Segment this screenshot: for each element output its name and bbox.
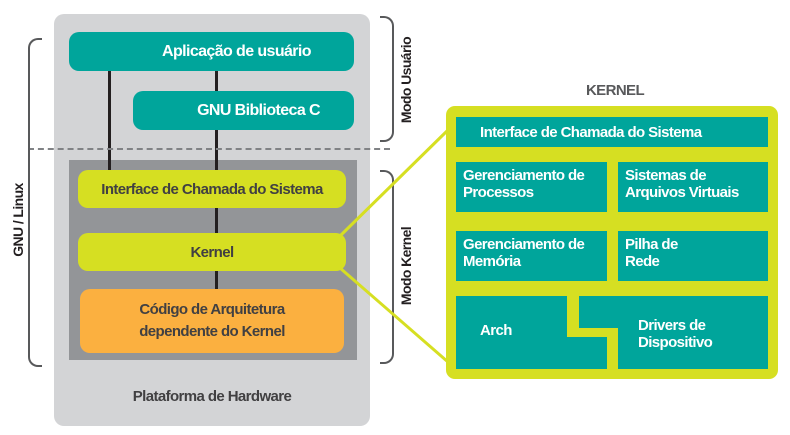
- memory-management: Gerenciamento de Memória: [456, 231, 607, 281]
- process-management-line1: Gerenciamento de: [463, 167, 585, 184]
- kernel-detail-title: KERNEL: [585, 82, 645, 99]
- memory-management-line2: Memória: [463, 253, 521, 270]
- drivers-line2: Dispositivo: [638, 334, 713, 351]
- connector-line-app-syscall: [108, 68, 111, 174]
- connector-line-syscall-kernel: [215, 202, 218, 234]
- gnu-libc-label: GNU Biblioteca C: [197, 101, 320, 119]
- arch-block-bottom: [456, 337, 607, 369]
- vfs-line2: Arquivos Virtuais: [625, 184, 739, 201]
- zoom-line-top: [338, 128, 450, 238]
- syscall-interface-box: Interface de Chamada do Sistema: [78, 170, 346, 208]
- drivers-block-bottom: [618, 296, 768, 369]
- network-stack-line1: Pilha de: [625, 236, 678, 253]
- process-management: Gerenciamento de Processos: [456, 162, 607, 212]
- kernel-syscall-interface-label: Interface de Chamada do Sistema: [480, 123, 702, 141]
- drivers-line1: Drivers de: [638, 317, 706, 334]
- kernel-label: Kernel: [190, 243, 234, 261]
- vfs-line1: Sistemas de: [625, 167, 707, 184]
- arch-code-line1: Código de Arquitetura: [139, 301, 285, 318]
- syscall-interface-label: Interface de Chamada do Sistema: [101, 180, 323, 198]
- kernel-syscall-interface: Interface de Chamada do Sistema: [456, 117, 768, 147]
- gnu-libc-box: GNU Biblioteca C: [133, 91, 354, 130]
- connector-line-libc-syscall: [215, 130, 218, 174]
- user-kernel-divider: [28, 148, 390, 150]
- drivers-label: Drivers de Dispositivo: [638, 317, 713, 351]
- hardware-platform-label: Plataforma de Hardware: [132, 388, 292, 405]
- user-application-label: Aplicação de usuário: [162, 42, 312, 60]
- gnu-linux-brace: [28, 38, 42, 367]
- memory-management-line1: Gerenciamento de: [463, 236, 585, 253]
- arch-dependent-code-box: Código de Arquitetura dependente do Kern…: [80, 289, 344, 353]
- virtual-file-systems: Sistemas de Arquivos Virtuais: [618, 162, 768, 212]
- user-mode-brace: [380, 16, 394, 142]
- kernel-box[interactable]: Kernel: [78, 233, 346, 271]
- arch-code-line2: dependente do Kernel: [139, 323, 285, 340]
- process-management-line2: Processos: [463, 184, 534, 201]
- user-application-box: Aplicação de usuário: [69, 32, 354, 71]
- zoom-line-bottom: [339, 266, 449, 364]
- connector-line-kernel-arch: [215, 268, 218, 290]
- arch-label: Arch: [480, 322, 512, 339]
- kernel-mode-brace: [380, 170, 394, 364]
- connector-line-app-libc: [215, 68, 218, 92]
- network-stack-line2: Rede: [625, 253, 660, 270]
- network-stack: Pilha de Rede: [618, 231, 768, 281]
